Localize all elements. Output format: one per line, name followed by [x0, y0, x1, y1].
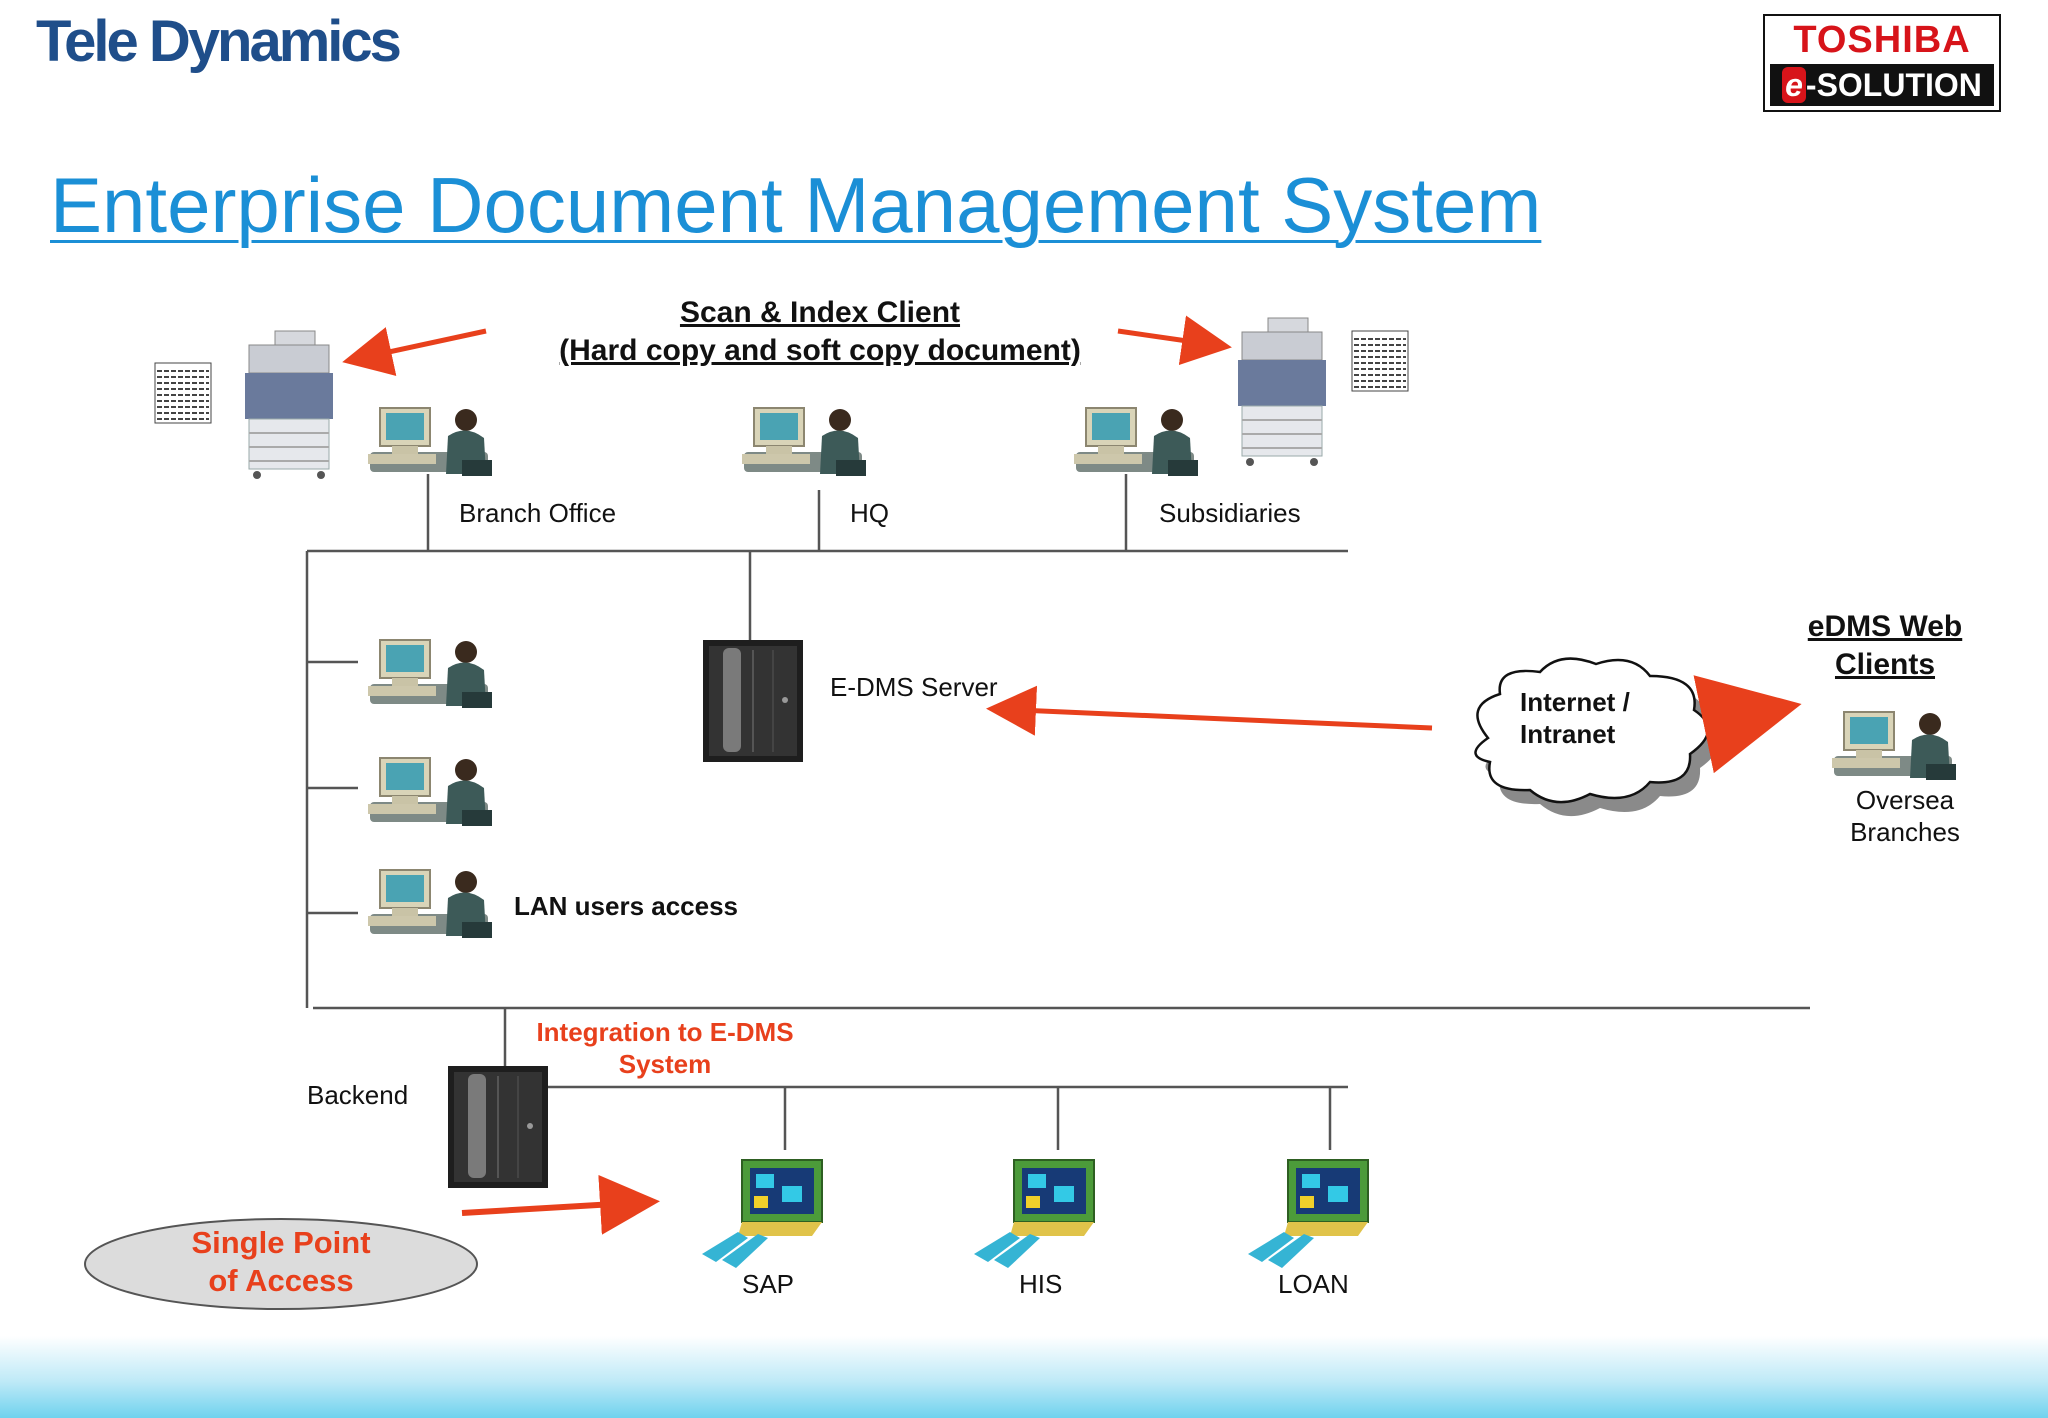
document-stack-icon [1351, 330, 1409, 392]
scan-index-heading: Scan & Index Client (Hard copy and soft … [559, 296, 1081, 367]
single-point-ellipse [84, 1218, 478, 1310]
oversea-workstation-icon [1831, 711, 1957, 781]
workstation-icon [367, 407, 493, 477]
cloud-icon [1474, 657, 1719, 817]
document-stack-icon [154, 362, 212, 424]
page-title: Enterprise Document Management System [50, 161, 1542, 249]
loan-terminal-icon [1247, 1159, 1369, 1269]
network-lines [305, 474, 1810, 1150]
edms-server-label: E-DMS Server [830, 672, 998, 702]
hq-label: HQ [850, 498, 889, 528]
logo-esolution-text: e-SOLUTION [1770, 64, 1994, 106]
integration-label: Integration to E-DMS System [536, 1017, 794, 1079]
lan-users-label: LAN users access [514, 891, 739, 921]
internet-intranet-label: Internet / Intranet [1520, 687, 1630, 749]
workstation-icon [741, 407, 867, 477]
bottom-gradient-band [0, 1336, 2048, 1418]
tele-dynamics-logo: Tele Dynamics [36, 9, 402, 74]
his-label: HIS [1019, 1269, 1063, 1299]
copier-icon [1237, 317, 1327, 467]
oversea-branches-label: Oversea Branches [1850, 785, 1960, 847]
backend-label: Backend [307, 1080, 409, 1110]
sap-terminal-icon [701, 1159, 823, 1269]
arrow-to-subsidiary-copier [1117, 315, 1232, 366]
arrow-single-point-access [461, 1174, 660, 1235]
edms-server-icon [702, 639, 804, 763]
lan-user-workstation-icon [367, 757, 493, 827]
lan-user-workstation-icon [367, 639, 493, 709]
loan-label: LOAN [1278, 1269, 1349, 1299]
backend-server-icon [447, 1065, 549, 1189]
subsidiaries-label: Subsidiaries [1159, 498, 1301, 528]
sap-label: SAP [742, 1269, 795, 1299]
his-terminal-icon [973, 1159, 1095, 1269]
logo-toshiba-text: TOSHIBA [1793, 19, 1971, 61]
copier-icon [244, 330, 334, 480]
edms-web-clients-heading: eDMS Web Clients [1807, 610, 1963, 681]
arrow-cloud-to-web-clients [1693, 675, 1802, 774]
workstation-icon [1073, 407, 1199, 477]
branch-office-label: Branch Office [459, 498, 617, 528]
arrow-cloud-to-server [986, 685, 1433, 736]
arrow-to-branch-copier [342, 327, 487, 376]
single-point-of-access-label: Single Point of Access [191, 1225, 371, 1298]
toshiba-esolution-logo: TOSHIBA e-SOLUTION [1763, 14, 2001, 112]
lan-user-workstation-icon [367, 869, 493, 939]
